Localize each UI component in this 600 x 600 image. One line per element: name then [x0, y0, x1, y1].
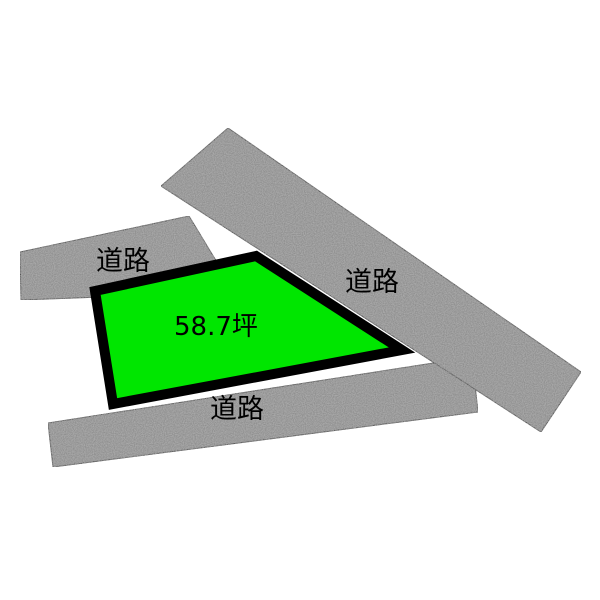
road-diagonal — [160, 127, 582, 433]
road-label-top-left: 道路 — [96, 246, 150, 277]
road-label-bottom: 道路 — [210, 394, 264, 425]
road-bottom — [47, 356, 479, 468]
lot-area-label: 58.7坪 — [174, 312, 258, 342]
lot-parcel — [89, 250, 416, 410]
road-label-right: 道路 — [345, 267, 399, 298]
